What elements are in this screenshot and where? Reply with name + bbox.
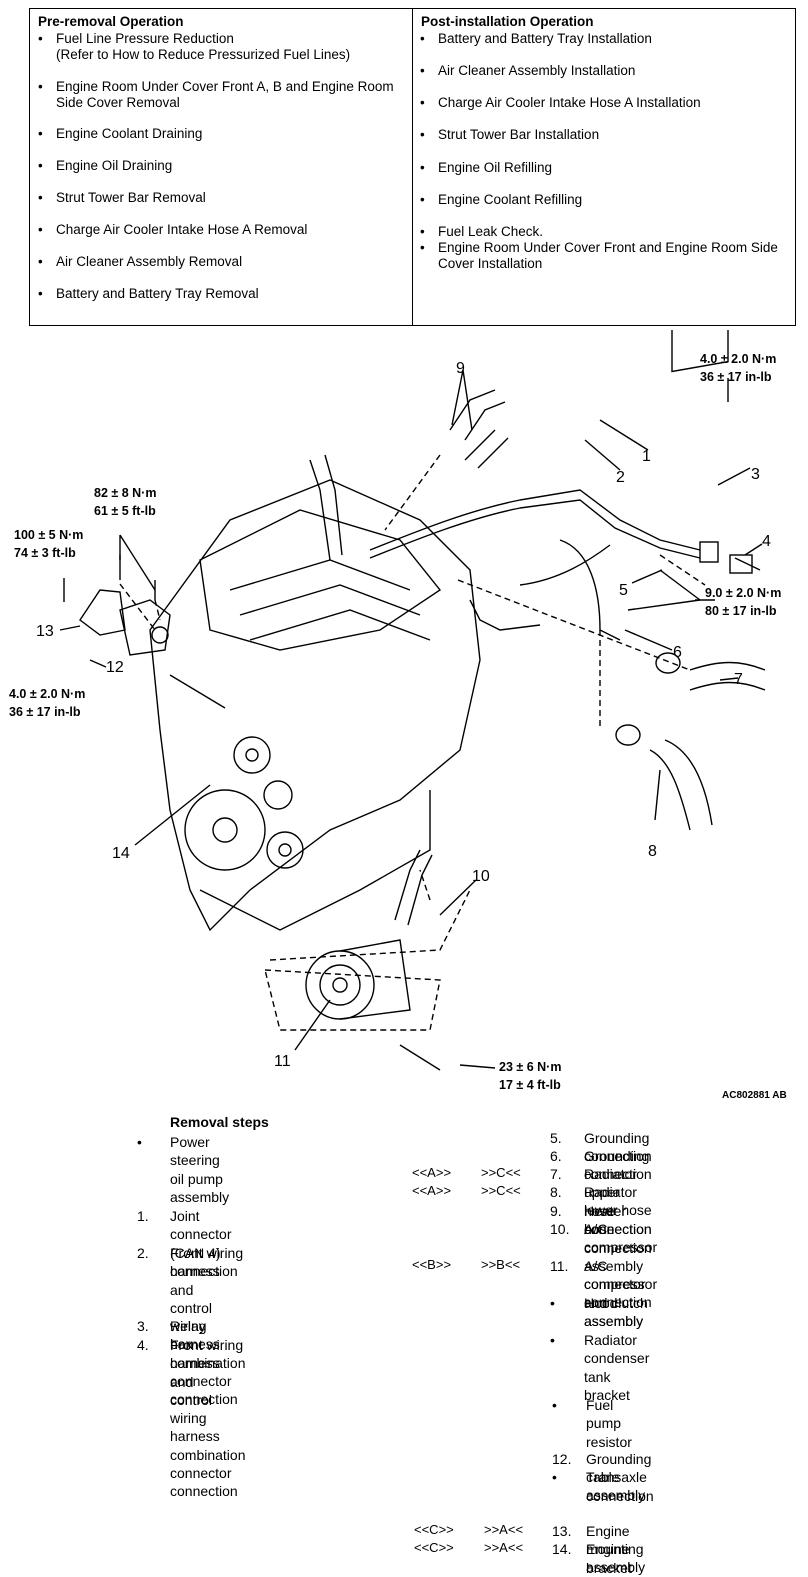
- torque-ground-inlb: 80 ± 17 in-lb: [705, 604, 777, 618]
- post-installation-item: •Engine Coolant Refilling: [420, 192, 583, 207]
- install-mark: <<A>>: [412, 1165, 452, 1180]
- callout-8: 8: [648, 843, 657, 860]
- install-mark: >>A<<: [484, 1522, 524, 1537]
- torque-bracket-ftlb: 61 ± 5 ft-lb: [94, 504, 156, 518]
- pre-removal-item: •Engine Coolant Draining: [38, 126, 203, 141]
- post-installation-item: •Battery and Battery Tray Installation: [420, 31, 652, 46]
- callout-4: 4: [762, 533, 771, 550]
- pre-removal-item: •Charge Air Cooler Intake Hose A Removal: [38, 222, 308, 237]
- callout-13: 13: [36, 623, 54, 640]
- post-installation-item: •Charge Air Cooler Intake Hose A Install…: [420, 95, 701, 110]
- install-mark: >>C<<: [481, 1183, 521, 1198]
- torque-mount-nm: 100 ± 5 N·m: [14, 528, 83, 542]
- callout-6: 6: [673, 644, 682, 661]
- callout-2: 2: [616, 469, 625, 486]
- pre-removal-item: •Engine Room Under Cover Front A, B and …: [38, 79, 394, 110]
- install-mark: <<C>>: [414, 1522, 454, 1537]
- engine-illustration: [59, 330, 766, 1071]
- pre-removal-column: Pre-removal Operation •Fuel Line Pressur…: [30, 9, 413, 325]
- pre-removal-item: •Battery and Battery Tray Removal: [38, 286, 259, 301]
- post-installation-item: •Engine Oil Refilling: [420, 160, 553, 175]
- post-installation-heading: Post-installation Operation: [421, 14, 594, 29]
- torque-relay-box-nm: 4.0 ± 2.0 N·m: [700, 352, 776, 366]
- torque-compressor-ftlb: 17 ± 4 ft-lb: [499, 1078, 561, 1092]
- callout-14: 14: [112, 845, 130, 862]
- pre-removal-heading: Pre-removal Operation: [38, 14, 184, 29]
- callout-1: 1: [642, 448, 651, 465]
- pre-removal-item: •Strut Tower Bar Removal: [38, 190, 206, 205]
- torque-relay-box-inlb: 36 ± 17 in-lb: [700, 370, 772, 384]
- engine-exploded-diagram: 9 1 2 3 4 5 6 7 8 10 11 12 13 14 4.0 ± 2…: [9, 330, 787, 1101]
- torque-compressor-nm: 23 ± 6 N·m: [499, 1060, 561, 1074]
- callout-3: 3: [751, 466, 760, 483]
- post-installation-item: •Engine Room Under Cover Front and Engin…: [420, 240, 778, 271]
- removal-steps-title: Removal steps: [170, 1114, 269, 1130]
- torque-cable-inlb: 36 ± 17 in-lb: [9, 705, 81, 719]
- torque-bracket-nm: 82 ± 8 N·m: [94, 486, 156, 500]
- torque-cable-nm: 4.0 ± 2.0 N·m: [9, 687, 85, 701]
- callout-9: 9: [456, 360, 465, 377]
- pre-removal-item: •Air Cleaner Assembly Removal: [38, 254, 243, 269]
- post-installation-item: •Fuel Leak Check.: [420, 224, 544, 239]
- operations-table: Pre-removal Operation •Fuel Line Pressur…: [29, 8, 796, 326]
- torque-ground-nm: 9.0 ± 2.0 N·m: [705, 586, 781, 600]
- callout-12: 12: [106, 659, 124, 676]
- install-mark: >>C<<: [481, 1165, 521, 1180]
- post-installation-item: •Air Cleaner Assembly Installation: [420, 63, 636, 78]
- callout-10: 10: [472, 868, 490, 885]
- callout-7: 7: [734, 671, 743, 688]
- install-mark: >>A<<: [484, 1540, 524, 1555]
- pre-removal-item: •Fuel Line Pressure Reduction (Refer to …: [38, 31, 351, 62]
- pre-removal-item: •Engine Oil Draining: [38, 158, 173, 173]
- callout-5: 5: [619, 582, 628, 599]
- install-mark: <<B>>: [412, 1257, 452, 1272]
- install-mark: <<C>>: [414, 1540, 454, 1555]
- diagram-code: AC802881 AB: [722, 1090, 787, 1101]
- torque-mount-ftlb: 74 ± 3 ft-lb: [14, 546, 76, 560]
- install-mark: >>B<<: [481, 1257, 521, 1272]
- post-installation-column: Post-installation Operation •Battery and…: [413, 9, 795, 325]
- post-installation-item: •Strut Tower Bar Installation: [420, 127, 600, 142]
- install-mark: <<A>>: [412, 1183, 452, 1198]
- callout-11: 11: [274, 1053, 291, 1070]
